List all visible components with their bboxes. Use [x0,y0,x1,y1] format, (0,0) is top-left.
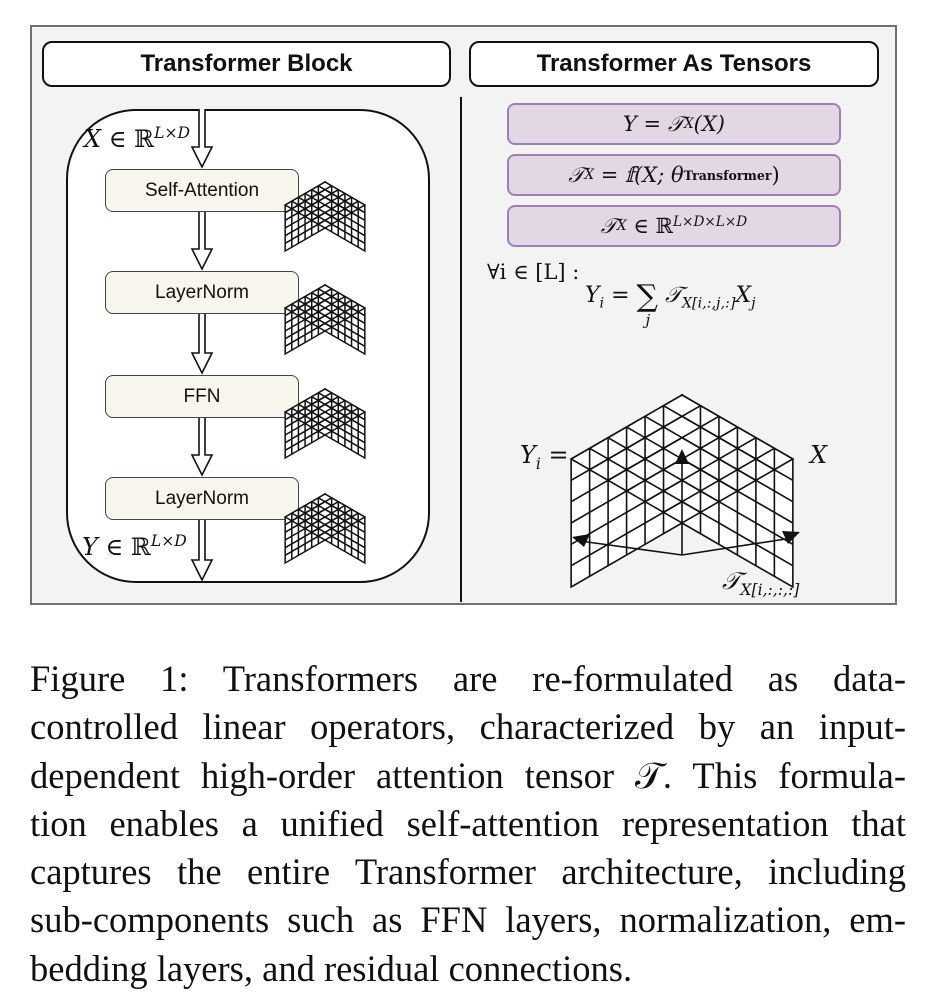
hollow-arrow-icon [190,109,214,169]
forall-label: ∀i ∈ [L] : [487,260,580,284]
eq2-rhs-sub: Transformer [683,167,772,183]
input-label: X ∈ ℝL×D [84,124,190,153]
eq2-op: = [600,163,619,187]
cube-grid-line [324,189,366,214]
hollow-arrow-icon [190,418,214,477]
sum-equation: Yi = ∑ j 𝒯X[i,:,j,:]Xj [585,279,756,329]
tensor-axes [572,449,800,556]
yi-var: Y [520,441,536,469]
eq3-rhs-sup: L×D×L×D [672,214,748,230]
small-cube-icon [283,180,367,253]
cube-grid-line [324,396,366,421]
eq1-rhs-sub: X [683,116,694,132]
cube-grid-line [291,303,333,328]
sum-symbol: ∑ [636,279,658,314]
cube-grid-line [284,292,326,317]
output-var: Y [82,533,98,561]
yi-op: = [548,441,569,469]
layer-self-attention: Self-Attention [105,169,299,212]
cube-grid-line [291,200,333,225]
flow-arrows [190,109,214,582]
cube-grid-line [681,415,794,482]
sum-lhs: Y [585,283,600,308]
eq2-tail: ) [771,163,780,187]
caption-line: dependent high-order attention tensor 𝒯.… [30,754,906,796]
transformer-block-title: Transformer Block [42,41,451,87]
caption-line: sub-components such as FFN layers, norma… [30,899,906,941]
caption-line: controlled linear operators, characteriz… [30,706,906,748]
panel-divider [460,97,462,602]
hollow-arrow-icon [190,520,214,582]
axis-right-line [681,537,793,556]
layer-layernorm-2: LayerNorm [105,477,299,520]
sum-tensor-sub: X[i,:,j,:] [681,295,736,312]
cube-grid-line [324,501,366,526]
sum-tensor: 𝒯 [664,283,682,308]
big-tensor-cube-icon [569,393,795,589]
cube-grid-line [291,512,333,537]
tensor-right-label: X [810,441,828,469]
eq2-rhs: 𝕗(X; θ [625,163,684,187]
cube-grid-line [570,415,683,482]
caption-line: captures the entire Transformer architec… [30,851,906,893]
axis-up-arrowhead-icon [675,449,689,464]
layer-ffn: FFN [105,375,299,418]
eq2-lhs: 𝒯 [568,162,585,187]
input-exp: L×D [154,124,191,142]
eq1-rhs: 𝒯 [667,111,684,136]
cube-grid-line [284,396,326,421]
eq1-tail: (X) [693,112,725,136]
eq3-rhs: ℝ [655,214,673,238]
caption-line: Figure 1: Transformers are re-formulated… [30,658,906,699]
input-set: ℝ [134,125,155,153]
axis-left-line [579,540,683,556]
hollow-arrow-icon [190,314,214,375]
input-var: X [84,125,102,153]
layer-layernorm-1: LayerNorm [105,271,299,314]
cube-grid-line [291,407,333,432]
transformer-as-tensors-title: Transformer As Tensors [469,41,879,87]
caption-line: bedding layers, and residual connections… [30,947,633,989]
eq1-lhs: Y [622,112,637,136]
tensor-bottom-t: 𝒯 [722,567,741,595]
eq2-lhs-sub: X [584,167,595,183]
sum-index: j [645,311,651,329]
cube-grid-line [324,292,366,317]
figure-caption: Figure 1: Transformers are re-formulated… [30,655,906,993]
small-cube-icon [283,492,367,565]
eq3-lhs: 𝒯 [600,213,617,238]
tensor-bottom-label: 𝒯X[i,:,:,:] [722,567,799,599]
attention-tensor-cube [569,393,800,589]
sum-x-sub: j [751,295,756,312]
small-cube-icon [283,283,367,356]
sum-op: = [611,283,630,308]
axis-left-arrowhead-icon [572,534,590,547]
eq3-op: ∈ [633,214,649,238]
eq3-lhs-sub: X [616,218,627,234]
cube-grid-line [284,189,326,214]
cube-grid-line [284,501,326,526]
output-set: ℝ [130,533,151,561]
eq1-op: = [643,112,662,136]
hollow-arrow-icon [190,212,214,271]
axis-right-arrowhead-icon [782,531,800,544]
output-exp: L×D [150,532,187,550]
small-cube-icons [283,180,367,565]
yi-sub: i [535,454,541,473]
caption-line: tion enables a unified self-attention re… [30,802,906,844]
small-cube-icon [283,387,367,460]
tensor-left-label: Yi = [520,441,569,473]
output-label: Y ∈ ℝL×D [82,532,187,561]
figure-panel: Transformer Block Transformer As Tensors… [30,25,897,605]
tensor-bottom-sub: X[i,:,:,:] [740,580,800,599]
output-rel: ∈ [105,533,124,561]
sum-x: X [735,283,752,308]
input-rel: ∈ [108,125,127,153]
sum-lhs-sub: i [599,295,605,312]
